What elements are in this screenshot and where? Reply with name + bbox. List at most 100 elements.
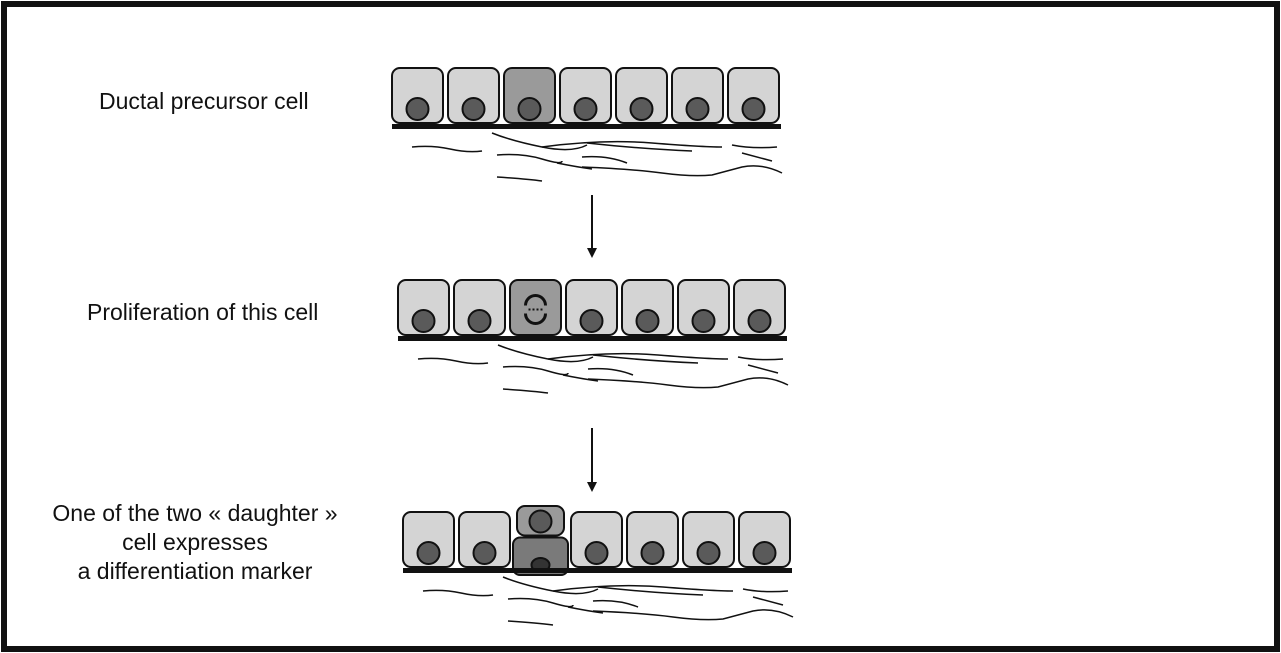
fiber — [592, 609, 794, 621]
fiber — [496, 153, 563, 164]
epithelial-cell — [402, 511, 455, 568]
label-line-3: a differentiation marker — [77, 558, 313, 584]
epithelial-cell — [570, 511, 623, 568]
fiber — [502, 576, 599, 595]
nucleus — [416, 541, 441, 565]
nucleus — [747, 309, 772, 333]
epithelial-cell — [565, 279, 618, 336]
label-line-1: One of the two « daughter » — [52, 500, 338, 526]
nucleus — [461, 97, 486, 121]
cell-membrane — [402, 511, 455, 568]
fiber — [507, 597, 574, 608]
fiber — [491, 132, 588, 151]
connective-fibers — [411, 132, 783, 182]
fiber — [737, 356, 784, 361]
cell-membrane — [458, 511, 511, 568]
fiber — [411, 145, 483, 153]
nucleus — [467, 309, 492, 333]
nucleus — [685, 97, 710, 121]
nucleus — [405, 97, 430, 121]
cell-membrane — [397, 279, 450, 336]
row-differentiation-epithelium — [402, 505, 794, 626]
row-proliferation-epithelium — [397, 279, 789, 394]
nucleus — [579, 309, 604, 333]
nucleus — [629, 97, 654, 121]
cell-membrane — [733, 279, 786, 336]
epithelial-cell — [677, 279, 730, 336]
nucleus — [741, 97, 766, 121]
fiber — [747, 364, 779, 374]
fiber — [731, 144, 778, 149]
cell-membrane — [512, 536, 569, 576]
epithelial-cell — [453, 279, 506, 336]
fiber — [592, 354, 699, 364]
connective-fibers — [422, 576, 794, 626]
cell-membrane — [503, 67, 556, 124]
label-proliferation: Proliferation of this cell — [87, 299, 319, 325]
fiber — [552, 584, 734, 592]
nucleus — [640, 541, 665, 565]
epithelial-cell — [615, 67, 668, 124]
cell-membrane — [682, 511, 735, 568]
epithelial-cell — [397, 279, 450, 336]
cell-membrane — [615, 67, 668, 124]
nucleus — [696, 541, 721, 565]
fiber — [587, 367, 634, 376]
fiber — [597, 586, 704, 596]
cell-membrane — [565, 279, 618, 336]
fiber — [497, 344, 594, 363]
cell-membrane — [727, 67, 780, 124]
epithelial-cell — [626, 511, 679, 568]
fiber — [592, 599, 639, 608]
cell-membrane — [621, 279, 674, 336]
nucleus — [635, 309, 660, 333]
fiber — [507, 620, 554, 626]
cell-membrane — [738, 511, 791, 568]
daughter-cell-upper — [516, 505, 565, 537]
fiber — [417, 357, 489, 365]
nucleus — [528, 509, 553, 534]
fiber — [502, 388, 549, 394]
cell-membrane — [677, 279, 730, 336]
cell-membrane — [570, 511, 623, 568]
dividing-cell — [509, 279, 562, 336]
fiber — [581, 155, 628, 164]
epithelial-cell — [391, 67, 444, 124]
fiber — [562, 374, 599, 382]
nucleus — [752, 541, 777, 565]
precursor-cell — [503, 67, 556, 124]
epithelial-cell — [559, 67, 612, 124]
epithelial-cell — [671, 67, 724, 124]
basement-membrane — [392, 124, 781, 129]
fiber — [567, 606, 604, 614]
basement-membrane — [398, 336, 787, 341]
fiber — [496, 176, 543, 182]
epithelial-cell — [727, 67, 780, 124]
cell-membrane — [559, 67, 612, 124]
fiber — [741, 152, 773, 162]
cell-membrane — [671, 67, 724, 124]
fiber — [587, 377, 789, 389]
cell-membrane — [453, 279, 506, 336]
cell-membrane — [626, 511, 679, 568]
label-daughter-cell-differentiation: One of the two « daughter » cell express… — [20, 499, 370, 586]
fiber — [541, 140, 723, 148]
row-ductal-epithelium — [391, 67, 783, 182]
fiber — [742, 588, 789, 593]
nucleus — [691, 309, 716, 333]
cell-membrane — [509, 279, 562, 336]
fiber — [752, 596, 784, 606]
fiber — [547, 352, 729, 360]
nucleus — [584, 541, 609, 565]
epithelial-cell — [458, 511, 511, 568]
nucleus — [472, 541, 497, 565]
cell-membrane — [447, 67, 500, 124]
fiber — [422, 589, 494, 597]
epithelial-cell — [738, 511, 791, 568]
epithelial-cell — [733, 279, 786, 336]
nucleus — [411, 309, 436, 333]
basement-membrane — [403, 568, 792, 573]
connective-fibers — [417, 344, 789, 394]
